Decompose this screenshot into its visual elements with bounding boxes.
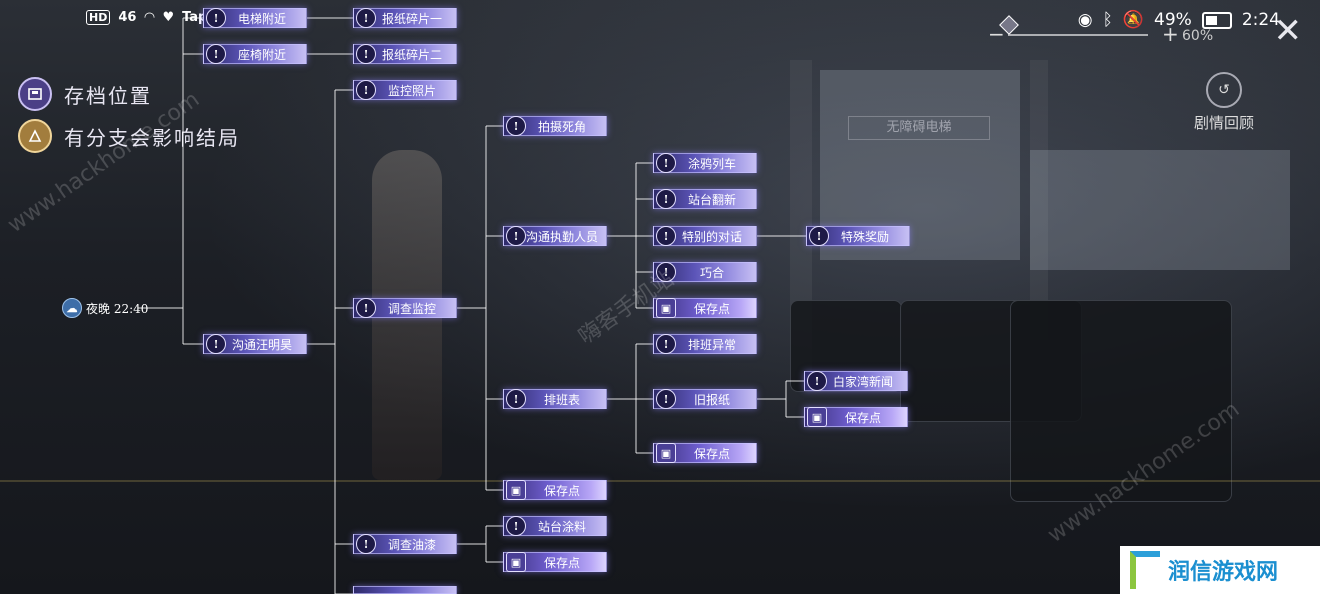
story-node-goutong-zhiqin[interactable]: !沟通执勤人员 bbox=[503, 226, 607, 246]
story-info-icon: ! bbox=[356, 44, 376, 64]
root-node-label: 夜晚 22:40 bbox=[86, 301, 149, 316]
battery-percent: 49% bbox=[1154, 10, 1192, 30]
legend-branch-label: 有分支会影响结局 bbox=[64, 125, 240, 150]
heart-icon: ♥ bbox=[162, 10, 175, 25]
signal-indicator: 46 bbox=[118, 10, 137, 25]
save-point-icon: ▣ bbox=[656, 443, 676, 463]
story-info-icon: ! bbox=[656, 334, 676, 354]
save-point-icon: ▣ bbox=[656, 298, 676, 318]
story-node-zhantai-tuliao[interactable]: !站台涂料 bbox=[503, 516, 607, 536]
legend-branch: 有分支会影响结局 bbox=[18, 118, 240, 154]
story-info-icon: ! bbox=[206, 8, 226, 28]
story-node-zuoyi[interactable]: !座椅附近 bbox=[203, 44, 307, 64]
story-info-icon: ! bbox=[807, 371, 827, 391]
close-button[interactable]: ✕ bbox=[1273, 11, 1303, 51]
hd-indicator: HD bbox=[86, 10, 111, 25]
brand-name: 润信游戏网 bbox=[1168, 560, 1279, 585]
save-point-icon: ▣ bbox=[506, 552, 526, 572]
story-node-baozhi1[interactable]: !报纸碎片一 bbox=[353, 8, 457, 28]
story-node-paibanbiao[interactable]: !排班表 bbox=[503, 389, 607, 409]
story-node-diaocha-jiankong[interactable]: !调查监控 bbox=[353, 298, 457, 318]
story-info-icon: ! bbox=[356, 8, 376, 28]
legend-save: 存档位置 bbox=[18, 76, 240, 112]
save-point-node-b[interactable]: ▣保存点 bbox=[503, 552, 607, 572]
story-node-jiu-baozhi[interactable]: !旧报纸 bbox=[653, 389, 757, 409]
story-node-qiaohe[interactable]: !巧合 bbox=[653, 262, 757, 282]
cloud-moon-icon: ☁ bbox=[62, 298, 82, 318]
save-point-icon: ▣ bbox=[807, 407, 827, 427]
story-info-icon: ! bbox=[656, 189, 676, 209]
story-node-paiban-yichang[interactable]: !排班异常 bbox=[653, 334, 757, 354]
zoom-out-button[interactable]: − bbox=[988, 22, 1005, 46]
story-info-icon: ! bbox=[206, 44, 226, 64]
story-info-icon: ! bbox=[506, 116, 526, 136]
story-node-tebie-duihua[interactable]: !特别的对话 bbox=[653, 226, 757, 246]
battery-icon bbox=[1201, 11, 1232, 29]
story-node-tuya[interactable]: !涂鸦列车 bbox=[653, 153, 757, 173]
save-point-node-d[interactable]: ▣保存点 bbox=[653, 443, 757, 463]
story-node-partial[interactable] bbox=[353, 586, 457, 594]
story-info-icon: ! bbox=[506, 226, 526, 246]
clock: 2:24 bbox=[1241, 10, 1280, 30]
brand-logo-icon bbox=[1130, 551, 1160, 589]
zoom-percent: 60% bbox=[1182, 28, 1214, 44]
story-node-baijiawan[interactable]: !白家湾新闻 bbox=[804, 371, 908, 391]
save-point-icon bbox=[18, 77, 52, 111]
story-info-icon: ! bbox=[656, 153, 676, 173]
story-info-icon: ! bbox=[356, 80, 376, 100]
replay-icon: ↺ bbox=[1206, 72, 1242, 108]
root-node-night[interactable]: ☁ 夜晚 22:40 bbox=[60, 298, 180, 318]
zoom-in-button[interactable]: + bbox=[1162, 22, 1179, 46]
story-node-diaocha-youqi[interactable]: !调查油漆 bbox=[353, 534, 457, 554]
legend: 存档位置 有分支会影响结局 bbox=[18, 76, 240, 160]
story-node-jiankong-zhao[interactable]: !监控照片 bbox=[353, 80, 457, 100]
story-info-icon: ! bbox=[506, 389, 526, 409]
save-point-node-e[interactable]: ▣保存点 bbox=[804, 407, 908, 427]
story-info-icon: ! bbox=[206, 334, 226, 354]
story-info-icon: ! bbox=[656, 226, 676, 246]
story-review-button[interactable]: ↺ 剧情回顾 bbox=[1194, 72, 1254, 133]
story-review-label: 剧情回顾 bbox=[1194, 114, 1255, 132]
zoom-track[interactable] bbox=[1008, 34, 1148, 36]
story-info-icon: ! bbox=[656, 262, 676, 282]
wifi-icon: ◠ bbox=[144, 10, 155, 25]
mute-icon: 🔕 bbox=[1122, 10, 1145, 30]
story-node-baozhi2[interactable]: !报纸碎片二 bbox=[353, 44, 457, 64]
save-point-icon: ▣ bbox=[506, 480, 526, 500]
story-info-icon: ! bbox=[506, 516, 526, 536]
story-info-icon: ! bbox=[809, 226, 829, 246]
eye-icon: ◉ bbox=[1077, 10, 1093, 30]
save-point-node-a[interactable]: ▣保存点 bbox=[503, 480, 607, 500]
story-info-icon: ! bbox=[656, 389, 676, 409]
branch-ending-icon bbox=[18, 119, 52, 153]
site-brand: 润信游戏网 bbox=[1120, 546, 1320, 594]
story-node-teshu-jiangli[interactable]: !特殊奖励 bbox=[806, 226, 910, 246]
zoom-slider[interactable]: − + 60% bbox=[988, 15, 1218, 46]
story-node-paishe[interactable]: !拍摄死角 bbox=[503, 116, 607, 136]
legend-save-label: 存档位置 bbox=[64, 83, 152, 108]
status-bar-right: ◉ ᛒ 🔕 49% 2:24 bbox=[1078, 10, 1280, 30]
story-node-zhantai-fanxin[interactable]: !站台翻新 bbox=[653, 189, 757, 209]
bluetooth-icon: ᛒ bbox=[1102, 10, 1113, 30]
story-info-icon: ! bbox=[356, 534, 376, 554]
save-point-node-c[interactable]: ▣保存点 bbox=[653, 298, 757, 318]
story-info-icon: ! bbox=[356, 298, 376, 318]
story-node-goutong-wang[interactable]: !沟通汪明昊 bbox=[203, 334, 307, 354]
story-node-dianti[interactable]: !电梯附近 bbox=[203, 8, 307, 28]
status-bar-left: HD 46 ◠ ♥ Tap bbox=[86, 10, 207, 25]
